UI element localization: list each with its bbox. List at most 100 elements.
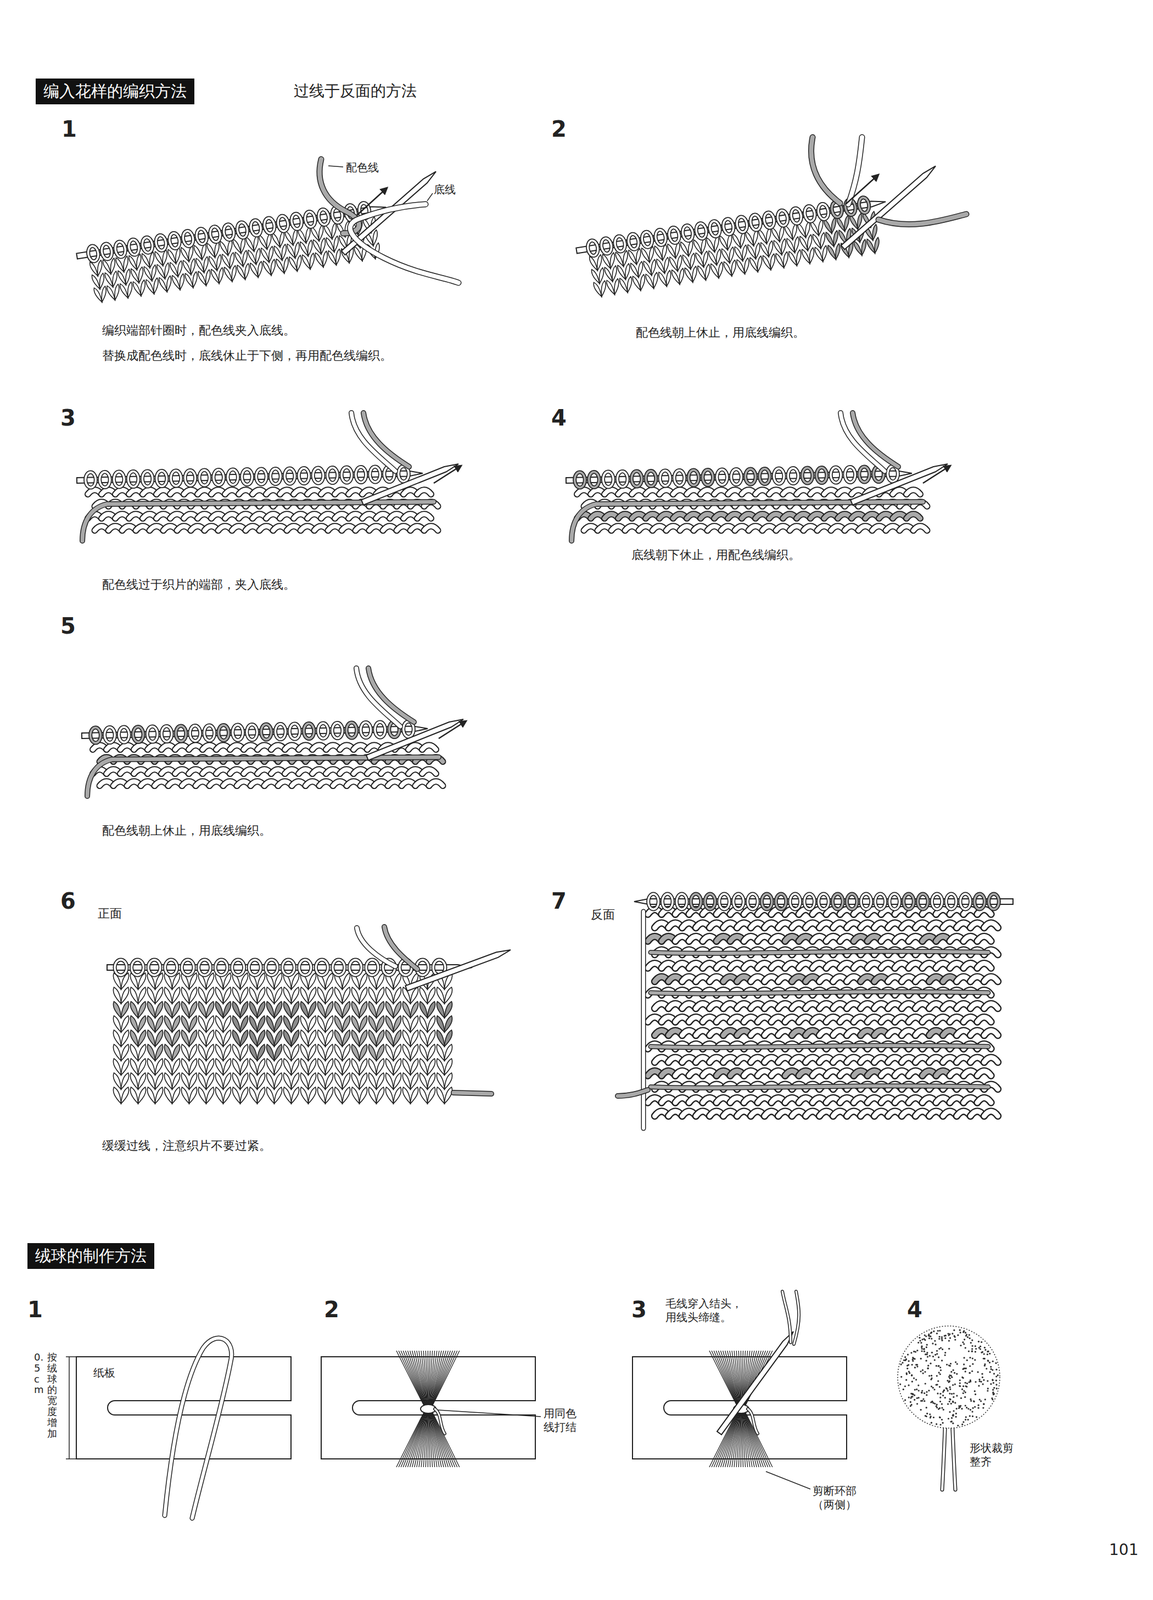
stitch-loop: [198, 959, 211, 976]
knit-stitch: [376, 972, 385, 990]
knit-stitch: [385, 1087, 394, 1104]
knit-stitch: [695, 252, 704, 268]
knit-stitch: [317, 1001, 326, 1018]
stitch-loop: [332, 959, 345, 976]
stitch-loop: [627, 233, 640, 250]
knit-stitch: [351, 1001, 360, 1018]
stitch-loop: [602, 471, 614, 488]
knit-stitch: [317, 1030, 326, 1047]
yarn: [368, 668, 414, 722]
knit-stitch: [121, 987, 130, 1004]
knit-stitch: [181, 1001, 189, 1018]
knit-stitch: [249, 1087, 257, 1104]
knit-stitch: [147, 1087, 155, 1104]
knit-stitch: [249, 1072, 257, 1090]
knit-stitch: [612, 278, 621, 295]
yarn: [384, 926, 418, 970]
knit-stitch: [206, 1072, 215, 1090]
knit-stitch: [410, 1044, 419, 1061]
knit-stitch: [317, 1015, 326, 1033]
knit-stitch: [240, 1087, 249, 1104]
stitch-loop: [304, 210, 317, 228]
knit-stitch: [89, 260, 98, 277]
knit-stitch: [274, 1087, 283, 1104]
stitch-loop: [209, 225, 222, 243]
stitch-loop: [702, 469, 714, 485]
knit-stitch: [203, 269, 212, 286]
knitting-needle: [366, 719, 464, 761]
knit-stitch: [427, 1015, 436, 1033]
stitch-loop: [85, 472, 96, 488]
knit-stitch: [788, 250, 797, 267]
knit-stitch: [368, 1015, 377, 1033]
knit-stitch: [444, 987, 453, 1004]
stitch-loop: [181, 959, 194, 976]
stitch-loop: [114, 241, 127, 258]
knit-stitch: [257, 1087, 266, 1104]
knit-stitch: [283, 987, 291, 1004]
yarn: [848, 137, 863, 205]
knit-stitch: [172, 1001, 181, 1018]
knit-stitch: [181, 1087, 189, 1104]
yarn: [453, 1092, 492, 1094]
knit-stitch: [376, 1087, 385, 1104]
knit-stitch: [266, 1030, 274, 1047]
stitch-loop: [284, 468, 295, 484]
knit-stitch: [658, 271, 667, 288]
knit-stitch: [164, 1087, 172, 1104]
knit-stitch: [276, 258, 285, 274]
purl-stitch: [417, 489, 432, 495]
knit-stitch: [147, 1030, 155, 1047]
knit-stitch: [164, 1001, 172, 1018]
yarn: [356, 927, 396, 967]
knit-stitch: [333, 249, 343, 266]
knit-stitch: [393, 1087, 402, 1104]
knit-stitch: [257, 1015, 266, 1033]
knit-stitch: [393, 1044, 402, 1061]
knit-stitch: [155, 1015, 164, 1033]
stitch-loop: [844, 466, 856, 483]
stitch-loop: [858, 196, 871, 214]
stitch-loop: [776, 209, 789, 227]
knit-stitch: [419, 1001, 428, 1018]
stitch-loop: [586, 239, 600, 257]
stitch-loop: [249, 219, 262, 237]
stitch-loop: [374, 721, 386, 738]
knit-stitch: [271, 232, 281, 249]
knit-stitch: [177, 273, 187, 290]
knit-stitch: [215, 1087, 223, 1104]
stitch-loop: [332, 722, 343, 738]
stitch-loop: [349, 959, 362, 976]
knit-stitch: [351, 987, 360, 1004]
knit-stitch: [121, 1058, 130, 1076]
knit-stitch: [368, 987, 377, 1004]
stitch-loop: [722, 218, 735, 235]
stitch-loop: [749, 214, 762, 231]
knit-stitch: [262, 260, 272, 277]
knit-stitch: [342, 972, 351, 990]
knit-stitch: [410, 1030, 419, 1047]
knit-stitch: [113, 1030, 121, 1047]
purl-stitch: [977, 936, 992, 942]
knit-stitch: [419, 1072, 428, 1090]
stitch-loop: [241, 468, 253, 485]
stitch-loop: [284, 468, 295, 484]
knit-stitch: [710, 262, 719, 279]
knitting-needle: [575, 198, 887, 254]
knit-stitch: [113, 1058, 121, 1076]
knit-stitch: [419, 1087, 428, 1104]
stitch-loop: [189, 725, 201, 741]
stitch-loop: [346, 722, 357, 738]
knit-stitch: [342, 1044, 351, 1061]
knit-stitch: [232, 1001, 240, 1018]
stitch-loop: [315, 959, 328, 976]
stitch-loop: [127, 471, 139, 487]
stitch-loop: [104, 726, 115, 743]
stitch-loop: [249, 219, 262, 237]
knit-stitch: [99, 286, 108, 302]
stitch-loop: [236, 221, 249, 239]
knit-stitch: [125, 282, 134, 299]
knit-stitch: [164, 1044, 172, 1061]
stitch-loop: [317, 723, 329, 739]
stitch-loop: [790, 207, 803, 225]
